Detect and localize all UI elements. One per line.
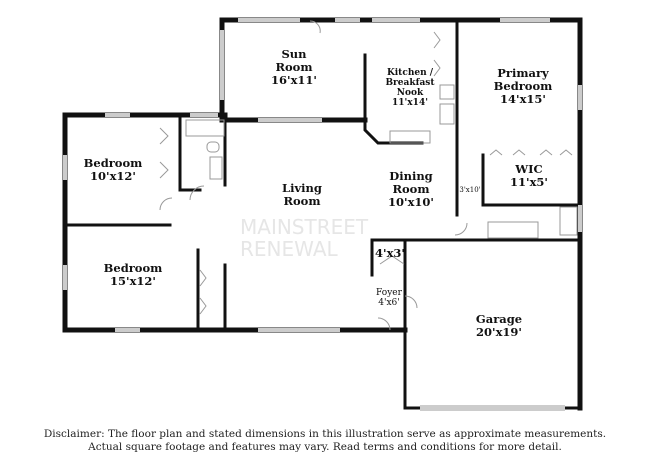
room-dims: 3'x10': [459, 186, 481, 194]
disclaimer: Disclaimer: The floor plan and stated di…: [0, 428, 650, 454]
room-dims: 11'x14': [392, 98, 428, 108]
room-dims: 15'x12': [110, 274, 156, 288]
room-name: Primary Bedroom: [493, 66, 553, 93]
room-name: WIC: [515, 162, 543, 176]
room-closet: 4'x3': [375, 247, 405, 260]
room-dims: 10'x10': [388, 195, 434, 209]
watermark-line1: MAINSTREET: [240, 215, 369, 239]
room-dims: 11'x5': [510, 175, 548, 189]
room-name: Foyer: [376, 288, 402, 298]
room-dims: 16'x11': [271, 73, 317, 87]
room-name: Bedroom: [103, 261, 163, 275]
room-dims: 4'x3': [375, 246, 405, 260]
room-name: Living Room: [282, 181, 322, 208]
room-hall: 3'x10': [459, 184, 480, 197]
room-name: Sun Room: [275, 47, 313, 74]
room-dims: 10'x12': [90, 169, 136, 183]
room-name: Garage: [475, 312, 523, 326]
room-dims: 20'x19': [476, 325, 522, 339]
windows: [63, 18, 582, 411]
watermark-line2: RENEWAL: [240, 237, 338, 261]
room-living-room: Living Room: [277, 182, 327, 208]
room-name: Dining Room: [389, 169, 433, 196]
room-dims: 14'x15': [500, 92, 546, 106]
disclaimer-line1: Disclaimer: The floor plan and stated di…: [43, 428, 607, 440]
room-name: Kitchen / Breakfast Nook: [385, 68, 435, 98]
disclaimer-line2: Actual square footage and features may v…: [88, 441, 562, 453]
room-dims: 4'x6': [378, 298, 400, 308]
walls: [62, 17, 583, 411]
fixtures: [159, 20, 578, 331]
room-name: Bedroom: [83, 156, 143, 170]
